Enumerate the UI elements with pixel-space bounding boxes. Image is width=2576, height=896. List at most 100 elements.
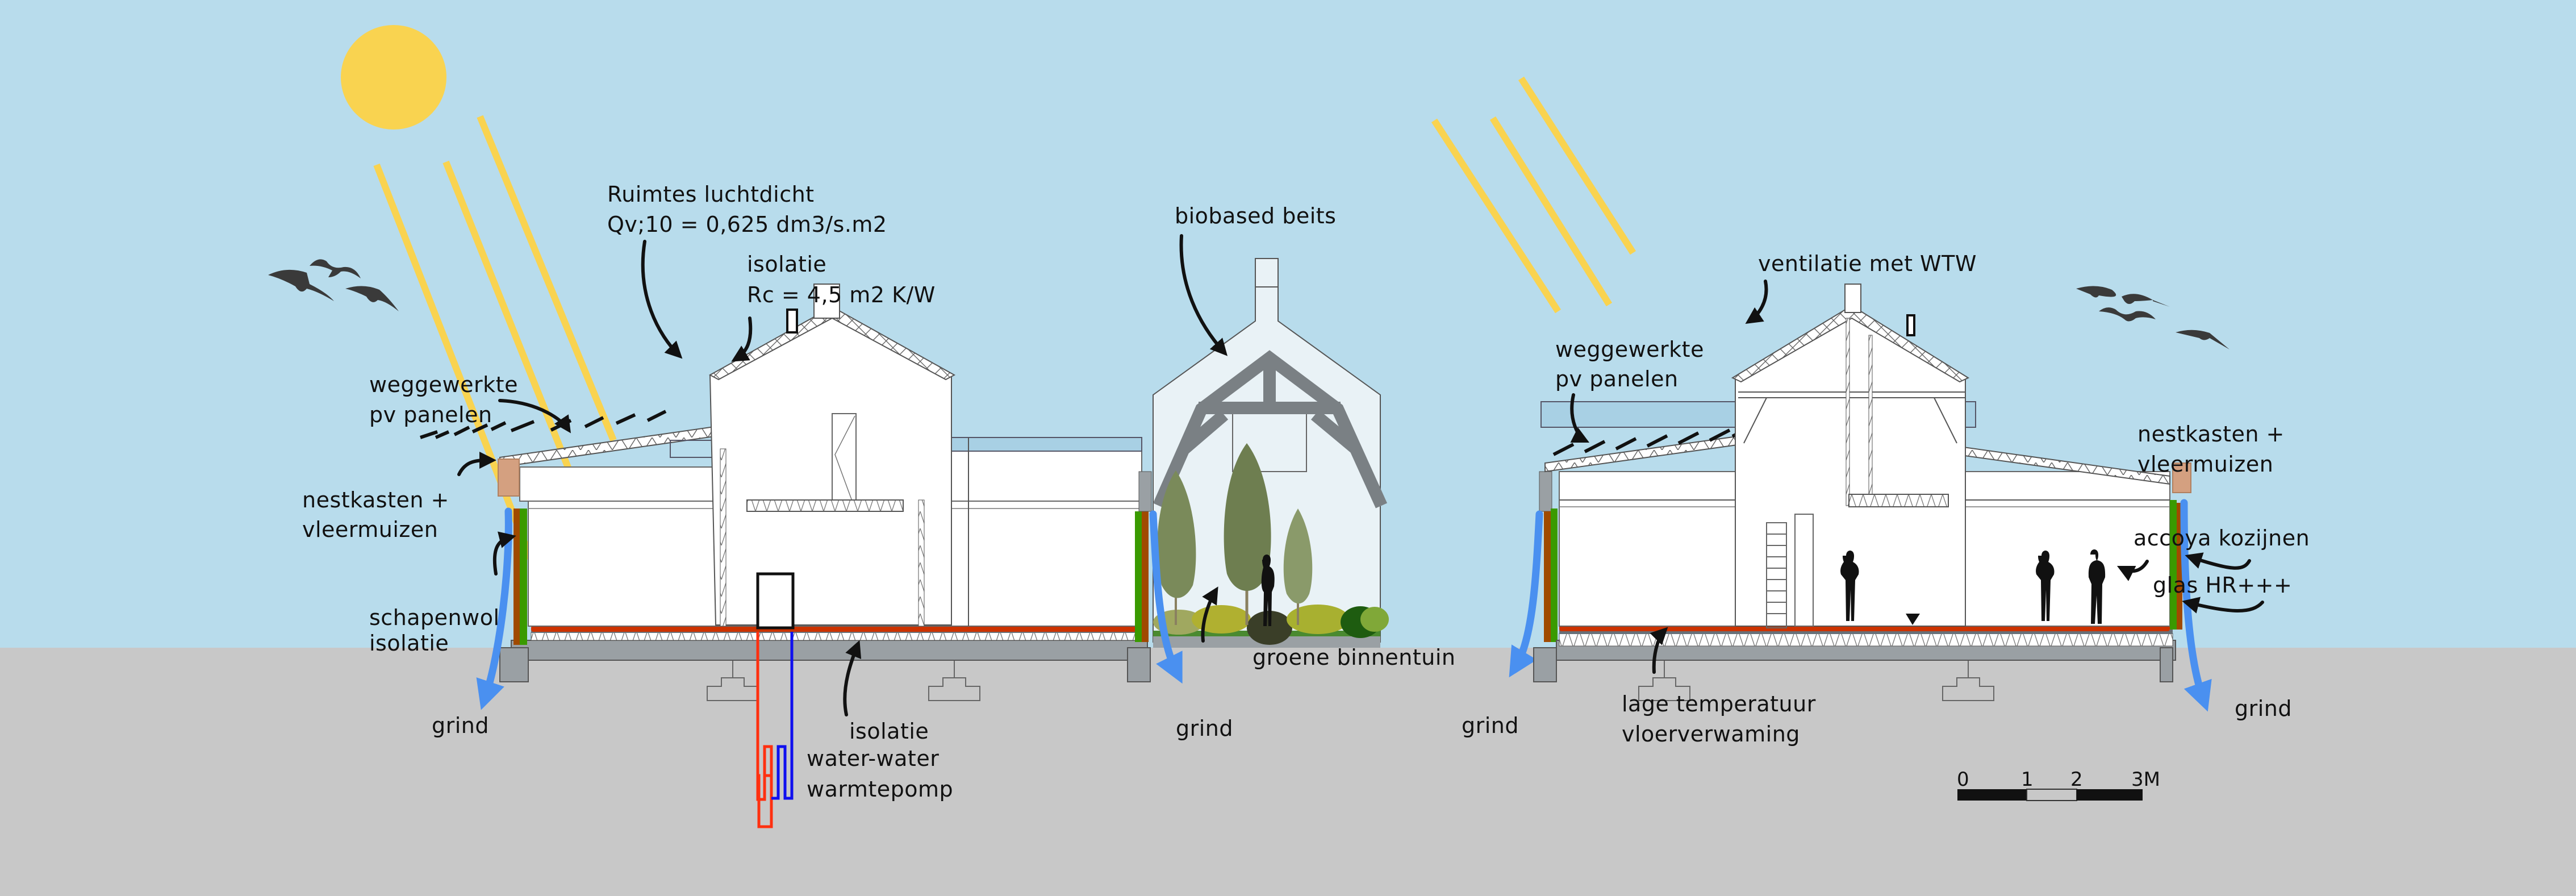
- nest-box-right: [2172, 462, 2191, 493]
- arrow-accoya: [2185, 552, 2251, 570]
- label-biobased: biobased beits: [1175, 203, 1336, 228]
- door-swing: [834, 415, 855, 509]
- person-silhouette-icon: [1840, 551, 1859, 621]
- label-nest-left-2: vleermuizen: [302, 517, 438, 542]
- roof-left-wall: [519, 466, 742, 502]
- scale-segment-black: [2077, 789, 2143, 801]
- scale-segment-white: [2026, 789, 2077, 801]
- glass-hr-right: [2170, 500, 2177, 630]
- accoya-frame-right: [2177, 503, 2182, 630]
- label-accoya: accoya kozijnen: [2134, 526, 2310, 551]
- pv-panel: [453, 426, 470, 436]
- label-gravel-2: grind: [1176, 716, 1233, 741]
- sun-ray: [1489, 116, 1613, 307]
- scale-tick-3: 3M: [2131, 768, 2160, 791]
- pv-panel: [1584, 440, 1606, 453]
- brace: [1934, 397, 1957, 444]
- vent-duct: [1846, 318, 1850, 506]
- arrow-glass: [2182, 597, 2264, 614]
- foundation: [511, 640, 1148, 661]
- sun-ray: [477, 115, 617, 442]
- person-silhouette-icon: [2036, 551, 2055, 621]
- label-floor-insulation: isolatie: [849, 719, 929, 744]
- label-gravel-3: grind: [1462, 713, 1519, 738]
- leanto-wall: [945, 445, 1142, 502]
- pv-panel: [1552, 443, 1575, 456]
- level-triangle-icon: [1906, 614, 1920, 625]
- barn-chimney: [1255, 258, 1279, 287]
- person-silhouette-icon: [1261, 555, 1275, 626]
- mezzanine-floor: [1848, 494, 1949, 507]
- birds-right: [2076, 286, 2230, 349]
- shrub: [1192, 605, 1251, 634]
- pv-panel: [615, 413, 636, 425]
- pv-panel: [435, 430, 450, 439]
- sun-rays-right: [1431, 76, 1636, 314]
- label-garden: groene binnentuin: [1252, 645, 1456, 670]
- screed: [1559, 630, 2173, 634]
- floor-insulation: [1559, 633, 2173, 647]
- person-silhouette-icon: [2088, 549, 2106, 624]
- roof-railing-left: [670, 437, 1142, 458]
- trees: [1157, 443, 1313, 625]
- label-ventilation: ventilatie met WTW: [1758, 251, 1977, 276]
- pv-panel: [1677, 431, 1700, 445]
- mezzanine-floor: [746, 499, 904, 512]
- door-left-upper: [832, 413, 857, 511]
- birds-left: [268, 259, 399, 311]
- label-sheepwool-1: schapenwol: [369, 605, 500, 630]
- tree-icon: [1157, 470, 1196, 598]
- label-nest-right-1: nestkasten +: [2137, 422, 2285, 447]
- left-wing: [420, 284, 1152, 828]
- label-nest-right-2: vleermuizen: [2137, 452, 2273, 477]
- arrow-sheepwool: [492, 531, 516, 576]
- label-floor-heating-1: lage temperatuur: [1622, 691, 1816, 716]
- pipe-cold-loop: [771, 632, 794, 800]
- scale-tick-0: 0: [1957, 768, 1969, 791]
- sun-ray: [1431, 118, 1562, 314]
- shrub: [1360, 607, 1389, 632]
- arrow-biobased: [1179, 234, 1228, 356]
- accoya-frame-courtyard-left: [1142, 511, 1149, 642]
- glass-hr-courtyard-left: [1135, 511, 1142, 642]
- vent-pipe-right: [1906, 314, 1915, 336]
- pv-panel: [1709, 428, 1731, 442]
- tree-icon: [1224, 443, 1271, 591]
- vent-pipe-left: [786, 309, 798, 334]
- sun-icon: [341, 25, 446, 130]
- accoya-frame-courtyard-right: [1544, 511, 1551, 642]
- pv-panel: [1615, 437, 1637, 451]
- label-airtight-2: Qv;10 = 0,625 dm3/s.m2: [607, 212, 887, 237]
- bird-icon: [310, 259, 361, 278]
- rain-arrow-courtyard-left: [1149, 510, 1183, 684]
- column: [1539, 471, 1552, 512]
- courtyard: [1149, 258, 1558, 684]
- arrow-ventilation: [1745, 280, 1768, 324]
- shrub: [1247, 611, 1292, 645]
- arrow-floor-insulation: [843, 640, 862, 716]
- label-pv-right-1: weggewerkte: [1555, 337, 1704, 362]
- pv-panel: [420, 430, 438, 439]
- scale-tick-2: 2: [2070, 768, 2083, 791]
- arrow-pv-left: [498, 399, 571, 434]
- scale-tick-1: 1: [2021, 768, 2034, 791]
- pv-panel: [646, 410, 667, 422]
- pv-panel: [1646, 434, 1668, 448]
- label-nest-left-1: nestkasten +: [302, 487, 449, 512]
- arrow-nest-right: [2116, 560, 2149, 581]
- floor-heating: [531, 626, 1142, 632]
- scale-bar: 0 1 2 3M: [1957, 768, 2160, 801]
- truss-brace: [1310, 410, 1360, 454]
- label-gravel-4: grind: [2235, 696, 2292, 721]
- foundation-edge: [1127, 647, 1151, 682]
- bird-icon: [2176, 330, 2230, 349]
- heat-pump-unit: [756, 572, 795, 630]
- pv-panel: [490, 421, 507, 431]
- bird-icon: [2076, 286, 2116, 298]
- arrow-nest-left: [457, 452, 496, 476]
- door-right: [1794, 514, 1814, 627]
- arrow-garden: [1201, 586, 1218, 643]
- label-gravel-1: grind: [432, 713, 489, 738]
- stair: [1766, 522, 1787, 628]
